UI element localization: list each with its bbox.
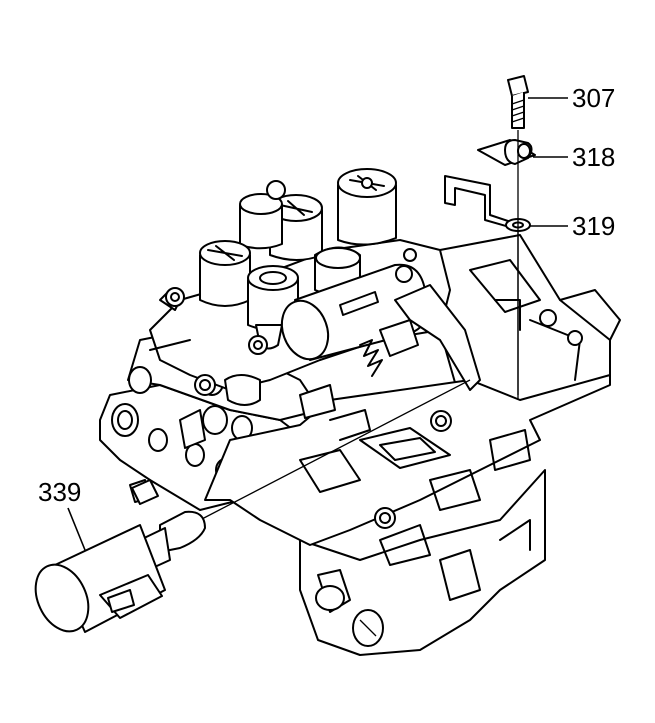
solenoid-339	[34, 379, 471, 633]
callout-319: 319	[530, 211, 615, 241]
callout-339-label: 339	[38, 477, 81, 507]
bolt-307	[507, 75, 529, 129]
callout-319-label: 319	[572, 211, 615, 241]
callout-339: 339	[38, 477, 86, 551]
upper-valve-body	[149, 168, 481, 441]
callout-318-label: 318	[572, 142, 615, 172]
callout-307-label: 307	[572, 83, 615, 113]
bracket	[444, 175, 521, 231]
callout-307: 307	[528, 83, 615, 113]
callout-318: 318	[533, 142, 615, 172]
clip-318	[477, 139, 536, 166]
valve-body-casting	[99, 234, 621, 656]
